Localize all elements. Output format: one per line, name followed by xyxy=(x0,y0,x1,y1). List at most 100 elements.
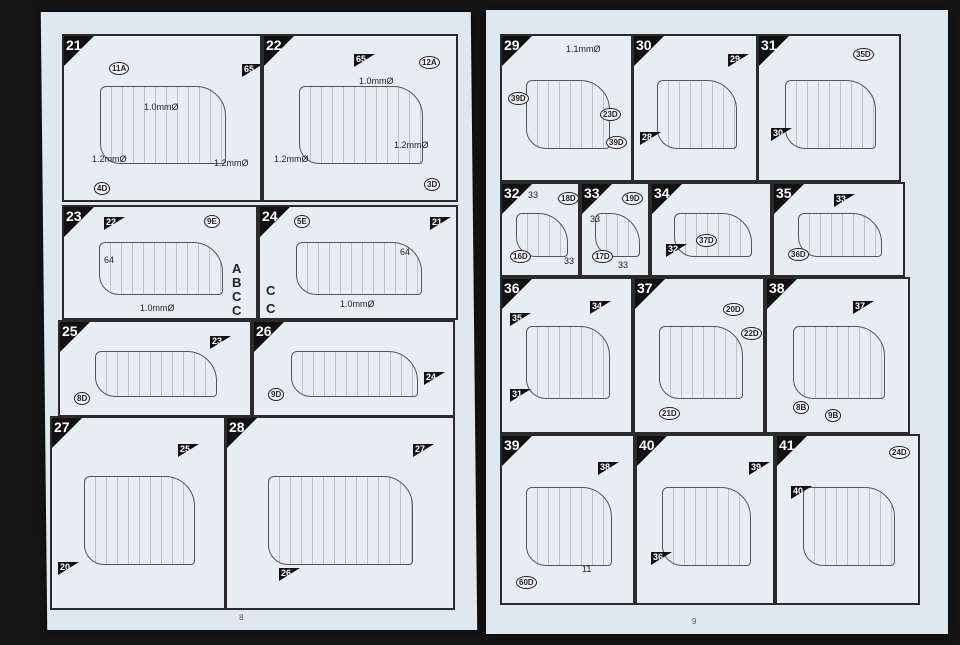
subassembly-ref-label: 21 xyxy=(430,217,452,230)
step-number: 37 xyxy=(637,280,653,296)
step-number: 24 xyxy=(262,208,278,224)
step-badge xyxy=(227,418,257,448)
subassembly-ref-label: 26 xyxy=(279,568,301,581)
subassembly-ref-label: 22 xyxy=(104,217,126,230)
step-badge xyxy=(652,184,682,214)
part-number-label: 5E xyxy=(294,215,310,228)
part-number-label: 39D xyxy=(606,136,627,149)
callout-label: 1.0mmØ xyxy=(144,102,179,112)
step-badge xyxy=(502,279,532,309)
part-number-label: 19D xyxy=(622,192,643,205)
step-number: 27 xyxy=(54,419,70,435)
part-number-label: 11A xyxy=(109,62,130,75)
subassembly-ref-label: 25 xyxy=(178,444,200,457)
part-number-label: 37D xyxy=(696,234,717,247)
assembly-illustration xyxy=(268,476,413,566)
step-badge xyxy=(64,207,94,237)
part-number-label: 20D xyxy=(723,303,744,316)
step-badge xyxy=(634,36,664,66)
callout-label: 1.1mmØ xyxy=(566,44,601,54)
subassembly-ref-label: 37 xyxy=(853,301,875,314)
step-number: 38 xyxy=(769,280,785,296)
part-number-label: 9B xyxy=(825,409,842,422)
subassembly-ref-label: 23 xyxy=(210,336,232,349)
callout-label: 33 xyxy=(528,190,539,200)
assembly-illustration xyxy=(803,487,895,567)
assembly-illustration xyxy=(793,326,885,399)
step-number: 35 xyxy=(776,185,792,201)
step-number: 31 xyxy=(761,37,777,53)
page-number: 9 xyxy=(692,617,697,626)
part-number-label: 9E xyxy=(204,215,220,228)
subassembly-ref-label: 24 xyxy=(424,372,446,385)
callout-label: 64 xyxy=(104,255,115,265)
callout-label: A xyxy=(232,261,242,276)
subassembly-ref-label: 27 xyxy=(413,444,435,457)
part-number-label: 18D xyxy=(558,192,578,205)
subassembly-ref-label: 34 xyxy=(590,301,612,314)
subassembly-ref-label: 28 xyxy=(640,132,662,145)
callout-label: 1.2mmØ xyxy=(394,140,429,150)
assembly-illustration xyxy=(99,241,223,296)
subassembly-ref-label: 38 xyxy=(598,462,620,475)
callout-label: 1.2mmØ xyxy=(214,158,249,168)
step-badge xyxy=(254,322,284,352)
callout-label: 33 xyxy=(618,260,629,270)
part-number-label: 17D xyxy=(592,250,613,263)
subassembly-ref-label: 31 xyxy=(510,389,532,402)
step-number: 21 xyxy=(66,37,82,53)
step-badge xyxy=(767,279,797,309)
step-number: 40 xyxy=(639,437,655,453)
part-number-label: 9D xyxy=(268,388,285,401)
callout-label: 1.0mmØ xyxy=(359,76,394,86)
assembly-illustration xyxy=(525,326,611,399)
callout-label: 33 xyxy=(564,256,575,266)
step-badge xyxy=(60,322,90,352)
subassembly-ref-label: 29 xyxy=(728,54,750,67)
step-number: 23 xyxy=(66,208,82,224)
callout-label: 11 xyxy=(582,564,592,574)
step-number: 22 xyxy=(266,37,282,53)
part-number-label: 16D xyxy=(510,250,531,263)
step-number: 30 xyxy=(636,37,652,53)
part-number-label: 4D xyxy=(94,182,111,195)
step-badge xyxy=(582,184,612,214)
part-number-label: 24D xyxy=(889,446,910,459)
part-number-label: 60D xyxy=(516,576,537,589)
step-panel-30: 30 29 28 xyxy=(632,34,758,182)
callout-label: C xyxy=(266,283,276,298)
callout-label: 1.2mmØ xyxy=(92,154,127,164)
part-number-label: 12A xyxy=(419,56,440,69)
callout-label: B xyxy=(232,275,242,290)
part-number-label: 23D xyxy=(600,108,621,121)
step-badge xyxy=(502,36,532,66)
subassembly-ref-label: 35 xyxy=(510,313,532,326)
step-badge xyxy=(777,436,807,466)
callout-label: 33 xyxy=(590,214,601,224)
assembly-illustration xyxy=(526,487,612,567)
part-number-label: 21D xyxy=(659,407,680,420)
part-number-label: 8B xyxy=(793,401,810,414)
callout-label: C xyxy=(232,303,242,318)
part-number-label: 36D xyxy=(788,248,809,261)
step-badge xyxy=(64,36,94,66)
assembly-illustration xyxy=(290,351,419,397)
step-panel-25: 25 23 8D xyxy=(58,320,252,417)
assembly-illustration xyxy=(656,80,737,149)
part-number-label: 8D xyxy=(74,392,91,405)
page-number: 8 xyxy=(239,613,244,622)
step-number: 25 xyxy=(62,323,78,339)
assembly-illustration xyxy=(784,80,877,149)
callout-label: C xyxy=(266,301,276,316)
